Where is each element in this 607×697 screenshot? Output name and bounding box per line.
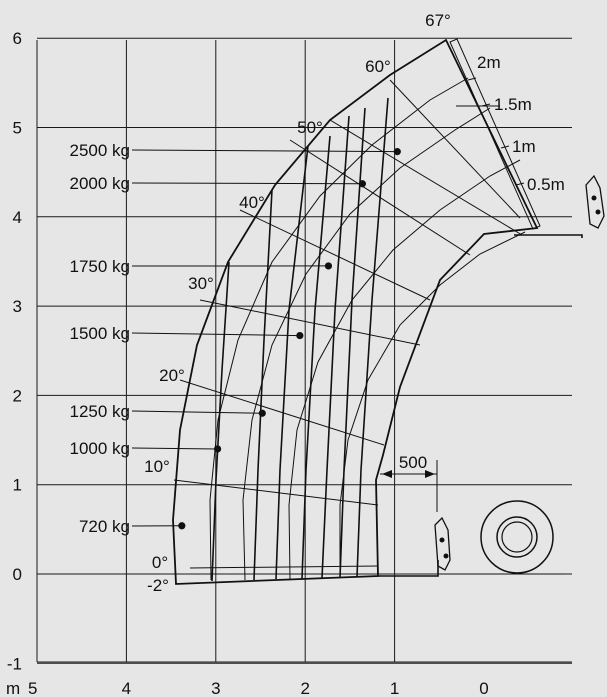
load-zone-label: 1000 kg: [70, 439, 131, 458]
angle-label: 20°: [159, 366, 185, 385]
boom-angle-line: [289, 139, 471, 256]
load-zone-boundary: [211, 261, 230, 582]
dimension-label: 500: [399, 453, 427, 472]
working-envelope-outline: [172, 38, 539, 585]
angle-label: 0°: [152, 553, 168, 572]
boom-tip-bar: [449, 38, 541, 230]
x-tick-label: 0: [479, 679, 488, 697]
carriage-pin-low: [443, 553, 449, 559]
dimension-arrow: [382, 470, 392, 478]
y-tick-label: 5: [13, 119, 22, 138]
load-zone-point: [213, 445, 222, 453]
boom-angle-line: [329, 119, 523, 236]
carriage-pin-high: [591, 195, 597, 201]
boom-angle-lines: [173, 79, 523, 569]
boom-angle-line: [239, 209, 431, 301]
extension-label: 0.5m: [527, 175, 565, 194]
angle-label: -2°: [147, 576, 169, 595]
load-zone-label: 2000 kg: [70, 174, 131, 193]
load-zone-leader: [131, 410, 263, 414]
load-zone-point: [258, 409, 266, 417]
fork-carriage-low: [434, 516, 451, 571]
extension-tick: [467, 77, 477, 81]
front-wheel-tyre: [480, 500, 554, 574]
load-zone-label: 1250 kg: [70, 402, 131, 421]
boom-angle-line: [189, 565, 379, 569]
x-tick-label: 3: [211, 679, 220, 697]
load-zone-label: 720 kg: [79, 517, 130, 536]
load-zone-leader: [131, 182, 363, 185]
extension-arc: [209, 77, 469, 581]
load-zone-label: 1750 kg: [70, 257, 131, 276]
boom-angle-line: [389, 79, 521, 219]
load-zone-leader: [131, 447, 218, 450]
angle-label: 40°: [239, 193, 265, 212]
load-zone-boundary: [301, 135, 331, 580]
load-zone-label: 1500 kg: [70, 324, 131, 343]
angle-label: 10°: [144, 457, 170, 476]
front-wheel-hub: [501, 521, 533, 553]
load-zone-leader: [131, 149, 398, 153]
extension-label: 2m: [477, 53, 501, 72]
x-tick-label: 2: [300, 679, 309, 697]
extension-arc: [339, 231, 526, 578]
extension-tick: [515, 182, 525, 186]
load-zone-boundary: [275, 145, 309, 580]
load-zone-leader: [131, 332, 300, 337]
load-zone-boundary: [321, 115, 350, 579]
extension-label: 1.5m: [494, 95, 532, 114]
y-tick-label: -1: [7, 654, 22, 673]
angle-label: 30°: [188, 274, 214, 293]
load-zone-point: [358, 180, 367, 188]
x-tick-label: 4: [122, 679, 131, 697]
x-tick-label: 5: [28, 679, 37, 697]
grid: [36, 37, 572, 664]
load-zone-boundary: [339, 107, 366, 579]
machine-parts: [131, 38, 605, 577]
load-zone-boundary: [253, 189, 273, 581]
angle-label: 60°: [365, 57, 391, 76]
x-axis-unit-label: m: [6, 679, 20, 697]
extension-tick: [500, 145, 510, 149]
fork-carriage-high: [585, 174, 605, 229]
y-tick-label: 1: [13, 476, 22, 495]
boom-angle-line: [173, 479, 379, 506]
y-tick-label: 3: [13, 297, 22, 316]
angle-label: 50°: [297, 118, 323, 137]
carriage-pin-high: [595, 209, 601, 215]
carriage-pin-low: [439, 537, 445, 543]
boom-angle-line: [199, 299, 421, 346]
dimension-arrow: [425, 470, 435, 478]
angle-label: 67°: [425, 11, 451, 30]
load-zone-point: [296, 331, 304, 340]
extension-arcs: [209, 77, 526, 581]
extension-label: 1m: [512, 137, 536, 156]
front-wheel-rim: [496, 516, 538, 558]
load-zone-label: 2500 kg: [70, 141, 131, 160]
extension-arc: [242, 107, 491, 581]
y-tick-label: 2: [13, 386, 22, 405]
y-tick-label: 6: [13, 29, 22, 48]
load-zone-point: [178, 522, 186, 530]
y-tick-label: 0: [13, 565, 22, 584]
x-tick-label: 1: [390, 679, 399, 697]
load-zone-point: [393, 148, 401, 156]
fork-arm-high: [514, 234, 583, 238]
extension-arc: [288, 159, 521, 580]
load-zone-point: [324, 262, 333, 270]
y-tick-label: 4: [13, 208, 22, 227]
